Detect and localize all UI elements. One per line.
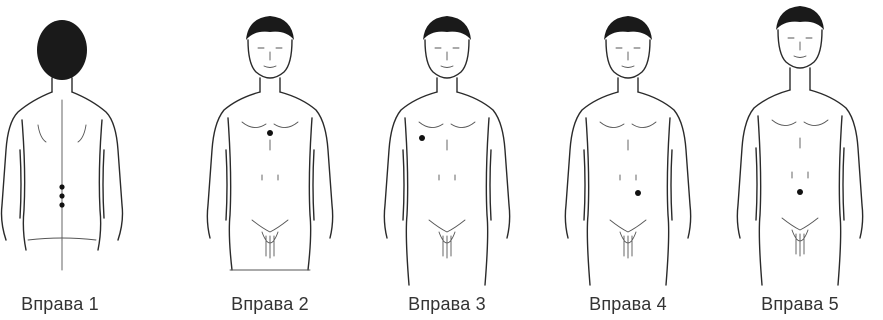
acupoint (59, 202, 64, 207)
acupoint (59, 184, 64, 189)
exercise-caption: Вправа 5 (720, 294, 880, 315)
exercise-figure-4: Вправа 4 (548, 0, 708, 320)
acupoint (419, 135, 425, 141)
acupoint (797, 189, 803, 195)
exercise-caption: Вправа 2 (190, 294, 350, 315)
exercise-figure-3: Вправа 3 (367, 0, 527, 320)
exercise-caption: Вправа 4 (548, 294, 708, 315)
back-view-body-icon (0, 0, 140, 290)
acupoint (635, 190, 641, 196)
exercise-figure-5: Вправа 5 (720, 0, 880, 320)
exercise-caption: Вправа 1 (0, 294, 140, 315)
acupoint (267, 130, 273, 136)
front-view-body-icon (548, 0, 708, 290)
exercise-figure-2: Вправа 2 (190, 0, 350, 320)
front-view-body-icon (367, 0, 527, 290)
exercise-figure-1: Вправа 1 (0, 0, 140, 320)
acupoint (59, 193, 64, 198)
exercise-caption: Вправа 3 (367, 294, 527, 315)
front-view-body-icon (720, 0, 880, 290)
front-view-body-icon (190, 0, 350, 290)
